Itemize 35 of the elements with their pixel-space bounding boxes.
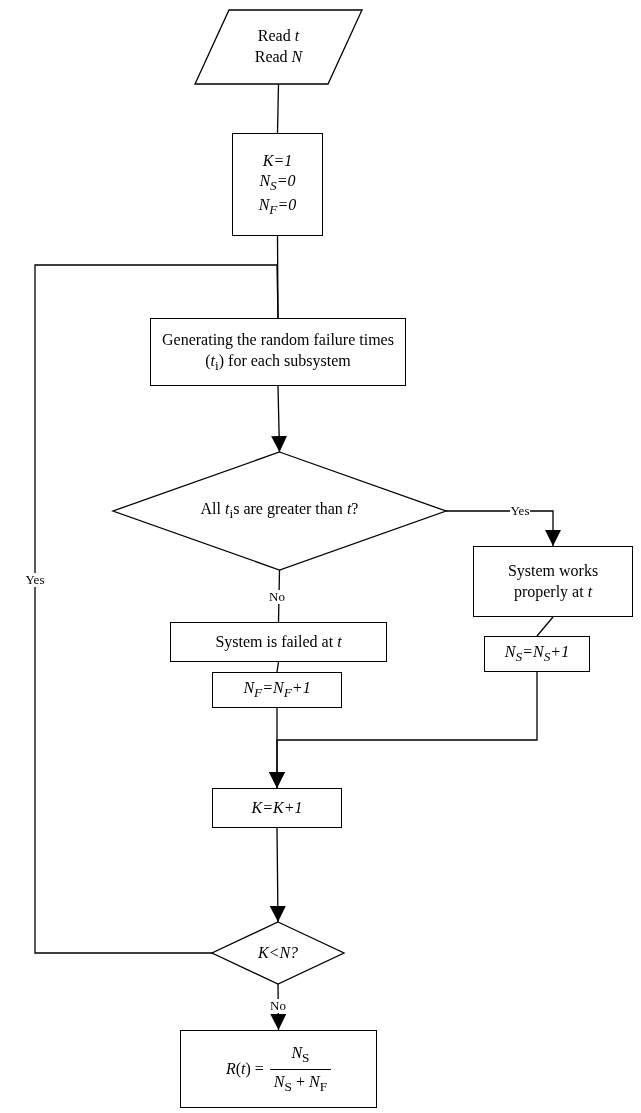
node-text: N$_{F}$=0 [258,194,297,219]
node-text: System works properly at t [506,560,600,603]
formula-text: R(t) = [225,1058,264,1080]
process-box [212,672,342,708]
decision-diamond [113,452,446,570]
arrow [269,671,538,789]
input-parallelogram [195,10,362,84]
node-text: K=K+1 [251,797,303,818]
process-box [473,546,633,617]
edge-label: No [269,998,287,1014]
node-text: Generating the random failure times (t$_{i}$) for each subsystem [161,329,395,375]
arrow [269,827,286,923]
denominator-text: N$_{S}$ + N$_{F}$ [269,1068,332,1095]
node-text: K=1 [262,150,293,171]
arrow [270,983,287,1031]
node-text: All t$_{i}$s are greater than t? [200,499,359,523]
edge-label: Yes [24,572,46,588]
node-text: N$_{S}$=N$_{S}$+1 [504,642,570,666]
node-text: Read N [254,47,303,67]
arrow [271,385,288,453]
result-box [180,1030,377,1108]
node-text: N$_{F}$=N$_{F}$+1 [243,678,311,702]
process-box [232,133,323,236]
node-text: K<N? [257,942,299,963]
process-box [170,622,387,662]
arrow [445,510,561,547]
decision-diamond [212,922,344,984]
process-box [484,636,590,672]
process-box [150,318,406,386]
node-text: N$_{S}$=0 [259,171,296,195]
edge-label: No [268,589,286,605]
process-box [212,788,342,828]
numerator-text: N$_{S}$ [290,1043,311,1068]
node-text: Read t [257,26,300,47]
node-text: System is failed at t [215,631,342,653]
